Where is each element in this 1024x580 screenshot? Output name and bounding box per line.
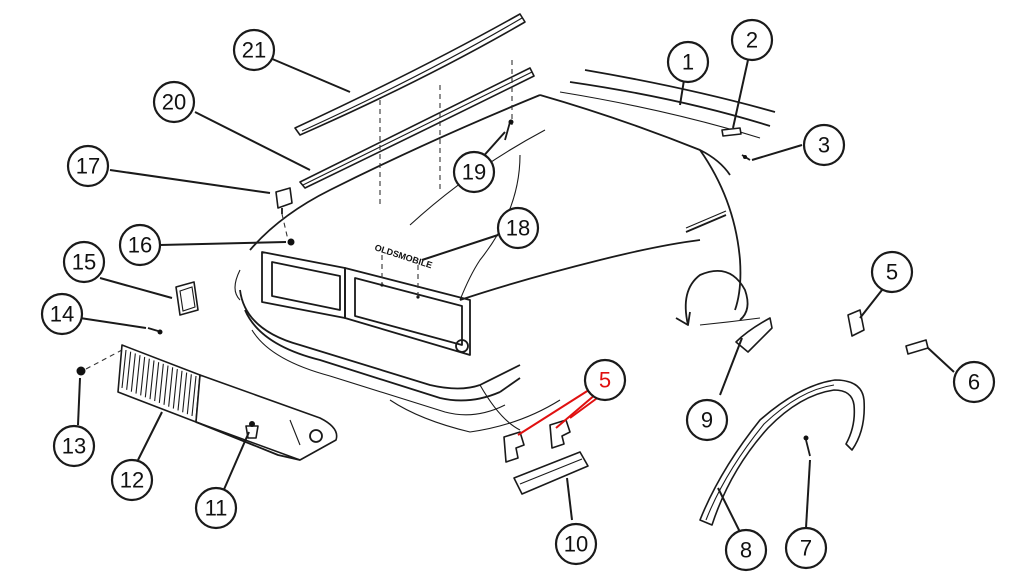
- svg-text:7: 7: [800, 536, 812, 561]
- callout-17: 17: [66, 144, 110, 188]
- red-leader-lines: [517, 387, 601, 436]
- callout-5-fender: 5: [870, 250, 914, 294]
- svg-text:2: 2: [746, 28, 758, 53]
- callout-10: 10: [554, 522, 598, 566]
- grille-slat: [149, 360, 155, 400]
- reflector-10: [513, 451, 589, 495]
- car-body: OLDSMOBILE: [234, 69, 776, 433]
- callout-3: 3: [802, 123, 846, 167]
- screw-14: [147, 327, 163, 335]
- grille-slat: [154, 362, 160, 402]
- clip-6: [905, 339, 929, 355]
- svg-text:6: 6: [968, 370, 980, 395]
- callout-11: 11: [194, 486, 238, 530]
- grille-12: [117, 344, 338, 461]
- grille-slat: [191, 375, 197, 417]
- svg-text:8: 8: [740, 538, 752, 563]
- splash-shield-9: [735, 317, 773, 353]
- callout-8: 8: [724, 528, 768, 572]
- grille-slat: [121, 349, 127, 389]
- svg-text:1: 1: [682, 50, 694, 75]
- bracket-5-fender: [847, 309, 865, 337]
- bracket-5-left: [503, 431, 525, 463]
- svg-text:16: 16: [128, 233, 152, 258]
- svg-text:5: 5: [886, 260, 898, 285]
- grille-slat: [168, 367, 174, 407]
- callout-6: 6: [952, 360, 996, 404]
- callout-20: 20: [152, 80, 196, 124]
- screw-13: [76, 366, 86, 376]
- clip-2: [721, 127, 742, 137]
- callout-14: 14: [40, 292, 84, 336]
- leader-lines: [77, 57, 955, 533]
- svg-text:14: 14: [50, 302, 74, 327]
- fastener-7: [803, 435, 811, 457]
- screw-3: [741, 154, 751, 161]
- svg-text:11: 11: [205, 496, 228, 521]
- molding-20: [299, 67, 535, 189]
- grille-slat: [140, 356, 146, 396]
- fastener-19: [504, 119, 514, 141]
- callout-1: 1: [666, 40, 710, 84]
- callout-21: 21: [232, 28, 276, 72]
- callout-18: 18: [496, 206, 540, 250]
- grille-slat: [163, 365, 169, 405]
- svg-text:18: 18: [506, 216, 530, 241]
- svg-text:19: 19: [462, 160, 486, 185]
- callout-16: 16: [118, 223, 162, 267]
- callout-5-highlighted: 5: [583, 358, 627, 402]
- svg-text:20: 20: [162, 90, 186, 115]
- svg-text:21: 21: [242, 38, 266, 63]
- svg-text:12: 12: [120, 468, 144, 493]
- callout-2: 2: [730, 18, 774, 62]
- svg-text:15: 15: [72, 250, 96, 275]
- svg-text:13: 13: [62, 434, 86, 459]
- grille-slat: [177, 370, 183, 411]
- svg-text:5: 5: [599, 368, 611, 393]
- callout-19: 19: [452, 150, 496, 194]
- grille-slat: [158, 363, 164, 403]
- svg-text:3: 3: [818, 133, 830, 158]
- callout-15: 15: [62, 240, 106, 284]
- grille-slat: [182, 372, 188, 413]
- pad-15: [175, 281, 199, 316]
- grille-slat: [135, 355, 141, 394]
- grille-slat: [130, 353, 136, 392]
- svg-text:10: 10: [564, 532, 588, 557]
- callout-13: 13: [52, 424, 96, 468]
- molding-21: [294, 13, 526, 136]
- grille-slat: [186, 374, 192, 415]
- grille-slat: [144, 358, 150, 398]
- callout-9: 9: [685, 398, 729, 442]
- svg-text:17: 17: [76, 154, 100, 179]
- svg-text:9: 9: [701, 408, 713, 433]
- grille-slat: [126, 351, 132, 390]
- wheel-molding-8: [699, 379, 866, 526]
- screw-16: [287, 238, 295, 246]
- callout-7: 7: [784, 526, 828, 570]
- clip-17: [275, 187, 293, 214]
- grille-slat: [172, 369, 178, 409]
- callout-12: 12: [110, 458, 154, 502]
